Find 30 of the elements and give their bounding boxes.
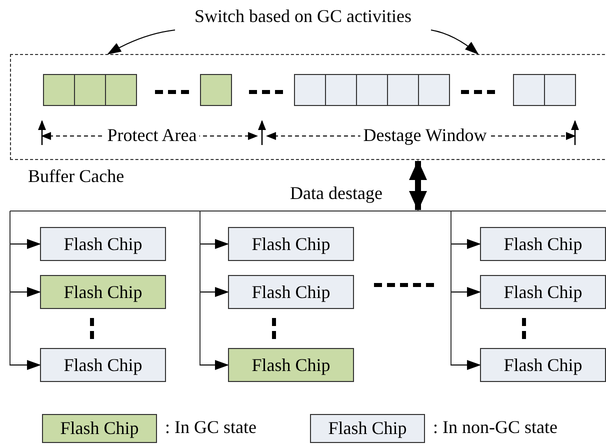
legend-swatch: Flash Chip — [310, 414, 425, 443]
cache-slot — [544, 74, 576, 106]
flash-chip-box: Flash Chip — [40, 348, 166, 382]
flash-chip-box: Flash Chip — [480, 348, 606, 382]
cache-slot — [325, 74, 357, 106]
flash-chip-box: Flash Chip — [480, 275, 606, 309]
cache-slot — [74, 74, 106, 106]
cache-slot — [513, 74, 545, 106]
cache-slot — [43, 74, 75, 106]
double-arrow — [409, 160, 427, 211]
flash-chip-box: Flash Chip — [40, 275, 166, 309]
flash-chip-box: Flash Chip — [40, 227, 166, 261]
cache-slot — [387, 74, 419, 106]
arrow — [430, 30, 479, 55]
annotation-text: Switch based on GC activities — [194, 6, 412, 26]
legend-text: : In non-GC state — [433, 417, 558, 438]
legend-swatch: Flash Chip — [42, 414, 157, 443]
flash-chip-box: Flash Chip — [228, 275, 354, 309]
cache-slot — [356, 74, 388, 106]
edge-label: Data destage — [290, 183, 382, 204]
flash-chip-box: Flash Chip — [228, 348, 354, 382]
flash-chip-box: Flash Chip — [228, 227, 354, 261]
cache-slot — [200, 74, 232, 106]
region-title: Buffer Cache — [28, 166, 124, 187]
cache-slot — [418, 74, 450, 106]
flash-chip-box: Flash Chip — [480, 227, 606, 261]
arrow — [107, 30, 176, 54]
legend-text: : In GC state — [165, 417, 256, 438]
cache-slot — [105, 74, 137, 106]
cache-slot — [294, 74, 326, 106]
